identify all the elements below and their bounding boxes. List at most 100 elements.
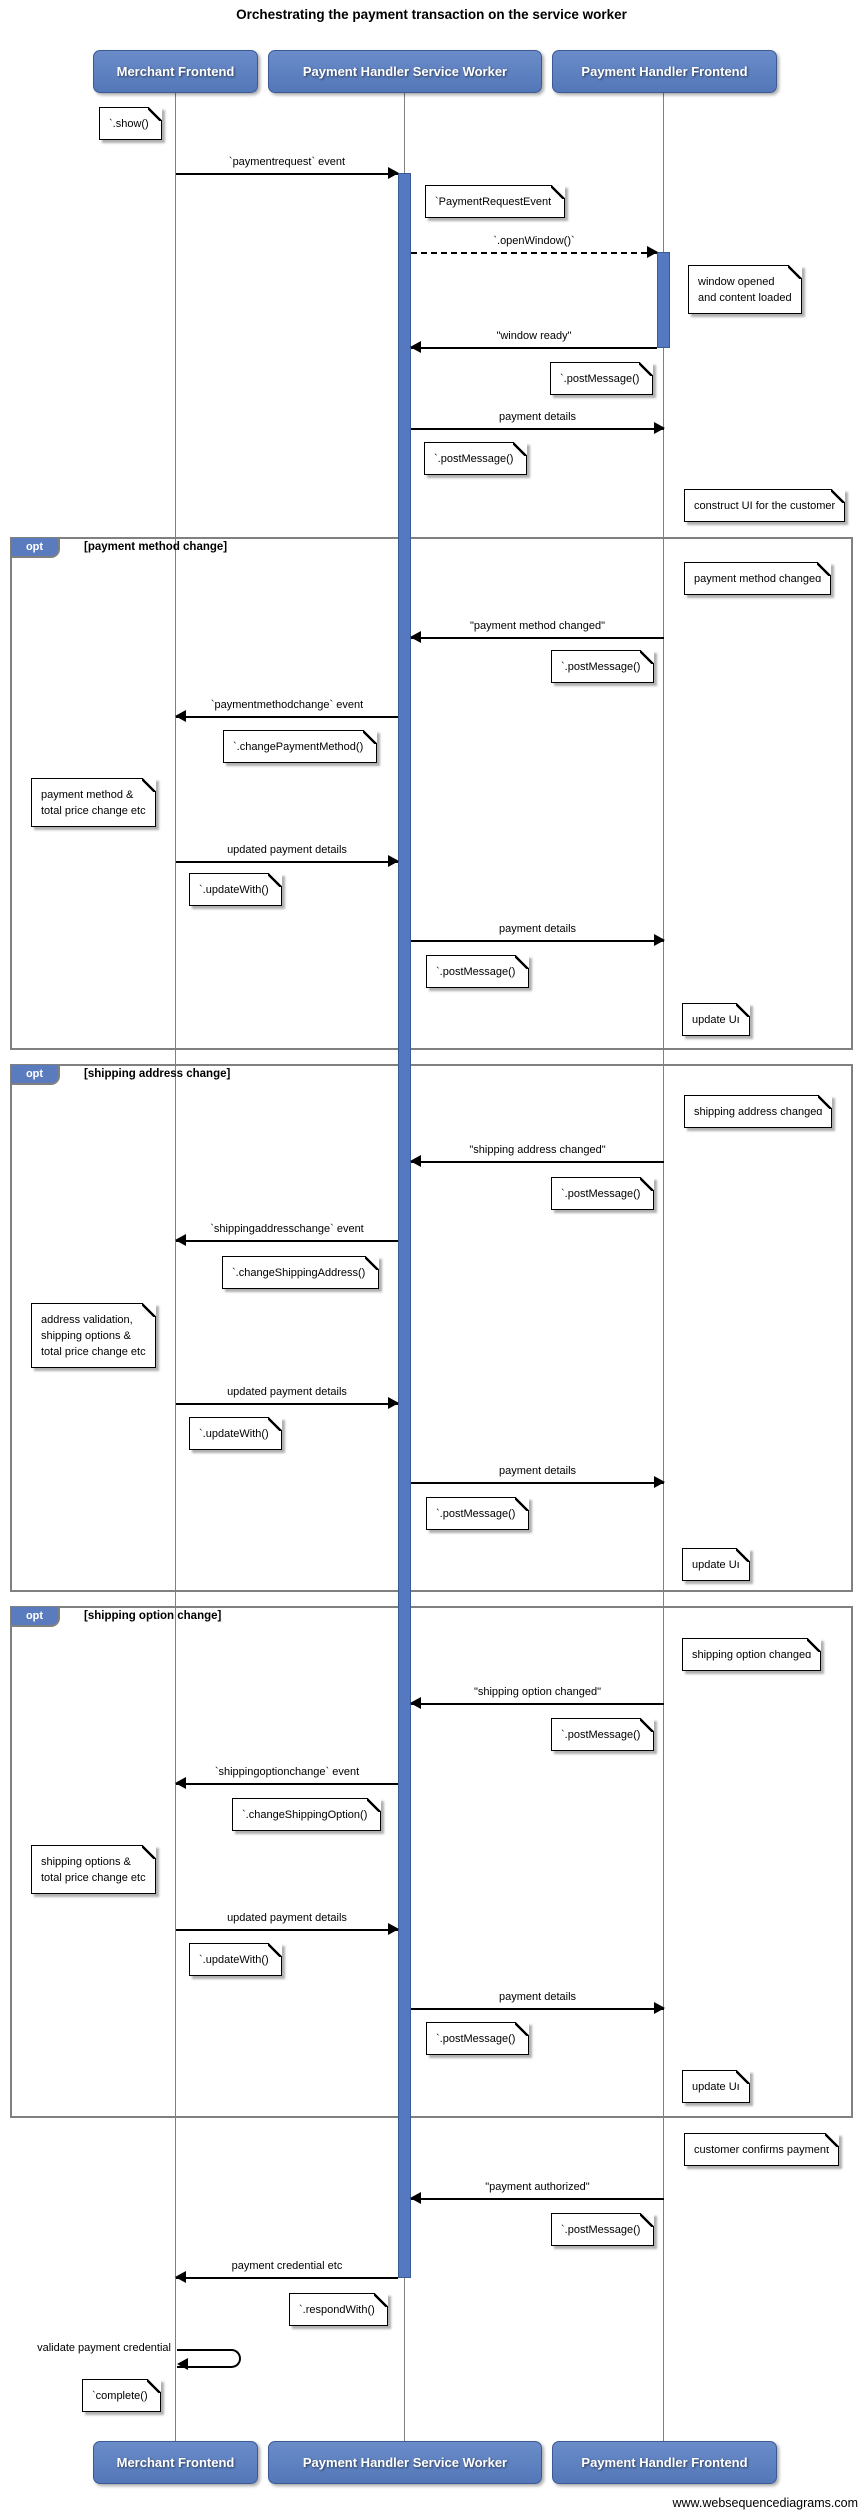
arrowhead-right-icon [388, 1923, 399, 1935]
note-text: `.postMessage()` [561, 1188, 645, 1200]
message-label: updated payment details [227, 1912, 347, 1924]
note-fold-icon [141, 1845, 156, 1859]
note-customer-confirms-payment: customer confirms payment [684, 2133, 840, 2166]
note-shipping-options-total-price: shipping options & total price change et… [31, 1845, 156, 1894]
note-fold-icon [640, 1718, 655, 1732]
note-fold-icon [639, 362, 654, 376]
opt-fragment-shipping-option-change: opt [shipping option change] [10, 1606, 853, 2118]
arrowhead-left-icon [177, 2358, 188, 2370]
note-fold-icon [735, 1003, 750, 1017]
actor-label: Payment Handler Frontend [581, 64, 748, 79]
arrowhead-left-icon [410, 2192, 421, 2204]
message-label: "shipping address changed" [469, 1144, 606, 1156]
note-postmessage-7: `.postMessage()` [551, 1718, 655, 1751]
message-line [411, 2002, 665, 2014]
message-shipping-address-changed: "shipping address changed" [410, 1143, 664, 1167]
message-label: payment credential etc [231, 2260, 343, 2272]
message-label: updated payment details [227, 844, 347, 856]
note-payment-method-changed: payment method changed [684, 562, 832, 595]
message-line [176, 855, 399, 867]
diagram-title: Orchestrating the payment transaction on… [236, 7, 627, 22]
activation-service-worker [398, 173, 411, 2278]
note-text: shipping option changed [692, 1649, 812, 1661]
note-text: `.updateWith()` [199, 1428, 273, 1440]
message-line [176, 1397, 399, 1409]
message-label: `shippingaddresschange` event [210, 1223, 364, 1235]
note-fold-icon [148, 107, 163, 121]
actor-label: Payment Handler Service Worker [302, 2455, 508, 2470]
message-line [410, 2192, 664, 2204]
note-changeshippingaddress: `.changeShippingAddress()` [222, 1256, 379, 1289]
note-payment-method-total-price: payment method & total price change etc [31, 778, 156, 827]
note-text: update UI [692, 1014, 740, 1026]
note-fold-icon [515, 1497, 530, 1511]
message-payment-details-3: payment details [411, 1464, 665, 1488]
note-fold-icon [640, 1177, 655, 1191]
note-text: `.changeShippingOption()` [242, 1809, 372, 1821]
note-text: `complete()` [92, 2390, 152, 2402]
message-label: payment details [498, 1991, 577, 2003]
note-text: payment method changed [694, 573, 822, 585]
message-line [411, 1476, 665, 1488]
arrowhead-left-icon [175, 2271, 186, 2283]
websequencediagrams-watermark: www.websequencediagrams.com [672, 2496, 858, 2510]
note-text: `.postMessage()` [561, 2224, 645, 2236]
message-payment-method-changed: "payment method changed" [410, 619, 664, 643]
message-updated-payment-details-3: updated payment details [176, 1911, 399, 1935]
message-validate-payment-credential-label: validate payment credential [37, 2342, 171, 2354]
opt-fragment-shipping-address-change: opt [shipping address change] [10, 1064, 853, 1592]
note-fold-icon [550, 185, 565, 199]
note-text: payment method & total price change etc [41, 789, 146, 817]
note-fold-icon [141, 778, 156, 792]
message-label: `paymentrequest` event [228, 156, 346, 168]
message-label: updated payment details [227, 1386, 347, 1398]
arrowhead-left-icon [175, 710, 186, 722]
fragment-operator-label: opt [11, 1607, 60, 1627]
actor-payment-handler-service-worker-bottom: Payment Handler Service Worker [268, 2441, 542, 2484]
actor-label: Payment Handler Service Worker [302, 64, 508, 79]
note-text: window opened and content loaded [698, 276, 792, 304]
note-construct-ui: construct UI for the customer [684, 489, 846, 522]
note-text: `.postMessage()` [561, 1729, 645, 1741]
message-validate-payment-credential-loop [177, 2349, 241, 2368]
note-text: `.postMessage()` [436, 2033, 520, 2045]
note-fold-icon [735, 1548, 750, 1562]
message-label: `.openWindow()` [493, 235, 575, 247]
message-shippingoptionchange-event: `shippingoptionchange` event [175, 1765, 398, 1789]
note-paymentrequestevent: `PaymentRequestEvent` [425, 185, 565, 218]
fragment-operator-label: opt [11, 1065, 60, 1085]
note-text: `.postMessage()` [436, 966, 520, 978]
note-postmessage-5: `.postMessage()` [551, 1177, 655, 1210]
arrowhead-right-icon [388, 1397, 399, 1409]
actor-merchant-frontend-bottom: Merchant Frontend [93, 2441, 258, 2484]
message-payment-details-1: payment details [411, 410, 665, 434]
note-text: `.changeShippingAddress()` [232, 1267, 369, 1279]
note-fold-icon [515, 2022, 530, 2036]
note-changepaymentmethod: `.changePaymentMethod()` [223, 730, 377, 763]
lifeline-payment-handler-frontend [663, 93, 664, 2441]
note-changeshippingoption: `.changeShippingOption()` [232, 1798, 382, 1831]
note-updatewith-3: `.updateWith()` [189, 1943, 283, 1976]
message-paymentmethodchange-event: `paymentmethodchange` event [175, 698, 398, 722]
arrowhead-right-icon [654, 2002, 665, 2014]
arrowhead-left-icon [410, 631, 421, 643]
message-line [175, 1777, 398, 1789]
actor-label: Payment Handler Frontend [581, 2455, 748, 2470]
note-fold-icon [364, 1256, 379, 1270]
message-label: payment details [498, 411, 577, 423]
message-openwindow: `.openWindow()` [411, 234, 658, 258]
arrowhead-left-icon [410, 1155, 421, 1167]
note-fold-icon [268, 873, 283, 887]
fragment-operator-label: opt [11, 538, 60, 558]
message-label: `paymentmethodchange` event [210, 699, 364, 711]
note-text: construct UI for the customer [694, 500, 836, 512]
message-line [411, 422, 665, 434]
note-postmessage-9: `.postMessage()` [551, 2213, 655, 2246]
arrowhead-right-icon [388, 167, 399, 179]
note-fold-icon [640, 2213, 655, 2227]
message-line [175, 710, 398, 722]
arrowhead-left-icon [410, 341, 421, 353]
note-fold-icon [825, 2133, 840, 2147]
arrowhead-right-icon [654, 422, 665, 434]
